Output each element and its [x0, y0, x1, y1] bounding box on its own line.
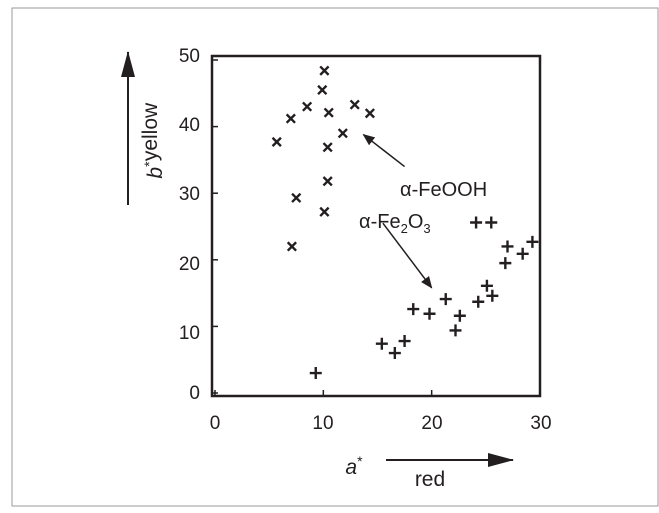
x-tick-labels: 0 10 20 30: [210, 413, 552, 434]
y-tick-label: 30: [179, 184, 200, 205]
data-point-plus-marker: [423, 307, 436, 320]
annotation-fe2o3-label: α-Fe2O3: [359, 211, 431, 236]
x-tick-label: 20: [421, 413, 442, 434]
data-point-plus-marker: [375, 337, 388, 350]
annotation-feooh-label: α-FeOOH: [400, 179, 487, 201]
data-point-x-marker: [319, 206, 330, 217]
x-tick-label: 0: [210, 413, 221, 434]
data-point-plus-marker: [501, 240, 514, 253]
data-point-plus-marker: [309, 367, 322, 380]
data-point-plus-marker: [472, 295, 485, 308]
data-point-plus-marker: [388, 347, 401, 360]
data-point-plus-marker: [486, 289, 499, 302]
data-point-x-marker: [322, 142, 333, 153]
data-point-x-marker: [302, 101, 313, 112]
y-tick-label: 10: [179, 323, 200, 344]
data-point-plus-marker: [526, 235, 539, 248]
tick-marks: [212, 59, 541, 396]
y-tick-label: 20: [179, 254, 200, 275]
y-axis-direction-label: yellow: [139, 102, 162, 161]
y-tick-labels: 0 10 20 30 40 50: [179, 46, 200, 404]
data-point-x-marker: [322, 176, 333, 187]
y-tick-label: 40: [179, 115, 200, 136]
data-point-x-marker: [364, 108, 375, 119]
series-fe2o3-markers: [309, 216, 539, 380]
data-point-plus-marker: [407, 303, 420, 316]
series-feooh-markers: [271, 65, 375, 252]
data-point-plus-marker: [516, 247, 529, 260]
data-point-plus-marker: [453, 309, 466, 322]
data-point-plus-marker: [439, 293, 452, 306]
data-point-plus-marker: [470, 216, 483, 229]
data-point-plus-marker: [499, 257, 512, 270]
data-point-x-marker: [319, 65, 330, 76]
data-point-x-marker: [323, 107, 334, 118]
data-point-plus-marker: [449, 324, 462, 337]
x-tick-label: 10: [312, 413, 333, 434]
y-tick-label: 0: [189, 383, 200, 404]
x-axis-title: a*: [345, 453, 363, 479]
x-axis-direction-label: red: [415, 468, 445, 491]
data-point-x-marker: [337, 128, 348, 139]
data-point-plus-marker: [485, 216, 498, 229]
x-tick-label: 30: [530, 413, 551, 434]
data-point-x-marker: [349, 99, 360, 110]
data-point-plus-marker: [398, 335, 411, 348]
plot-area: [210, 54, 542, 398]
y-tick-label: 50: [179, 46, 200, 67]
annotation-fe2o3: α-Fe2O3: [359, 211, 433, 289]
data-point-x-marker: [285, 113, 296, 124]
annotation-fe2o3-arrow: [382, 222, 433, 289]
data-point-x-marker: [291, 192, 302, 203]
data-point-x-marker: [317, 84, 328, 96]
annotation-feooh-arrow: [362, 133, 406, 168]
figure-frame: [11, 7, 659, 507]
data-point-plus-marker: [480, 279, 493, 292]
data-point-x-marker: [286, 241, 297, 252]
y-axis-title: b*: [141, 161, 167, 179]
annotation-feooh: α-FeOOH: [362, 133, 487, 201]
data-point-x-marker: [271, 136, 282, 147]
